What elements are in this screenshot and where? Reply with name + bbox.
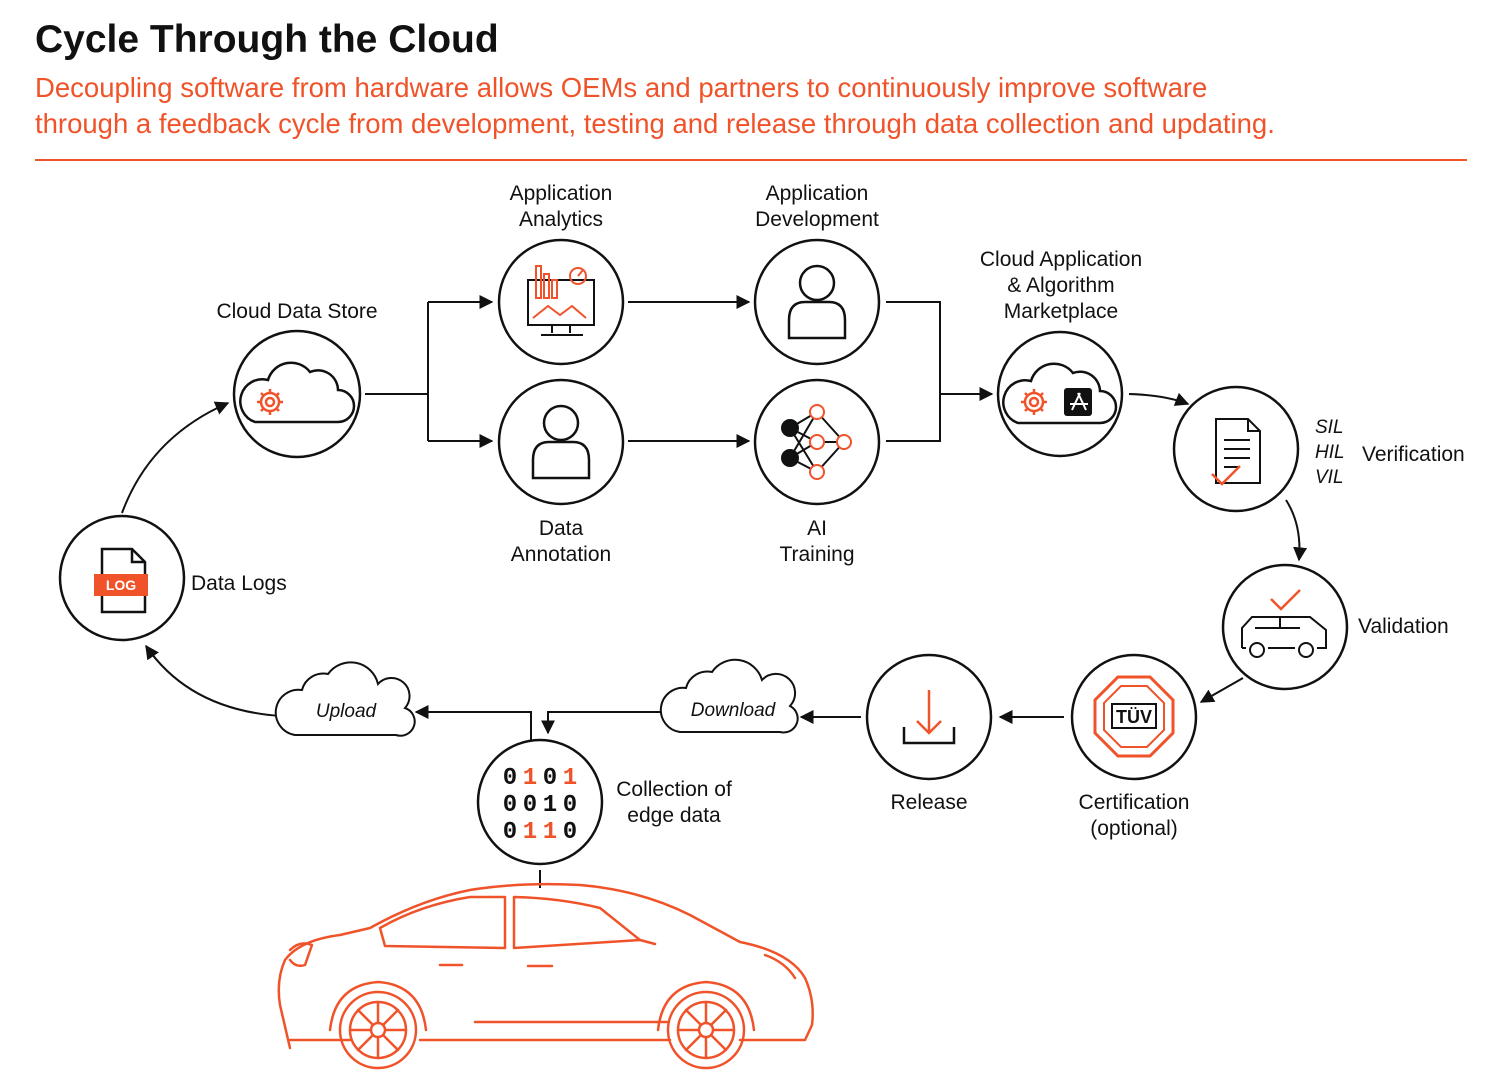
bit: 0	[523, 792, 537, 819]
label-certification-2: (optional)	[1090, 817, 1178, 840]
arrow-to-verification	[1128, 392, 1190, 406]
log-file-icon: LOG	[94, 547, 148, 614]
node-application-analytics: Application Analytics	[497, 182, 625, 366]
bit: 0	[543, 765, 557, 792]
bit: 0	[503, 765, 517, 792]
label-marketplace-3: Marketplace	[1004, 300, 1118, 323]
arrow-to-certification	[1199, 677, 1244, 703]
cloud-icon	[239, 361, 356, 424]
node-circle	[497, 238, 625, 366]
person-icon	[787, 264, 847, 340]
label-verification: Verification	[1362, 443, 1465, 466]
page-title: Cycle Through the Cloud	[35, 18, 499, 61]
page-subtitle: Decoupling software from hardware allows…	[35, 70, 1475, 142]
node-circle	[232, 329, 362, 459]
bit: 1	[543, 792, 557, 819]
tuv-seal-icon: TÜV	[1093, 675, 1175, 758]
node-marketplace: Cloud Application & Algorithm Marketplac…	[980, 248, 1142, 458]
node-validation: Validation	[1221, 563, 1449, 691]
label-marketplace-1: Cloud Application	[980, 248, 1142, 271]
label-analytics-1: Application	[510, 182, 613, 205]
cloud-icon	[1002, 362, 1118, 425]
node-ai-training: AI Training	[753, 378, 881, 566]
bit: 0	[503, 792, 517, 819]
bit: 1	[563, 765, 577, 792]
neural-network-icon	[781, 404, 852, 480]
connector-merge	[886, 301, 941, 442]
bit: 1	[543, 819, 557, 846]
label-cloud-data-store: Cloud Data Store	[216, 300, 377, 323]
label-annotation-1: Data	[539, 517, 584, 540]
node-collection: 0 1 0 1 0 0 1 0 0 1 1 0 Collection of ed…	[476, 738, 732, 866]
label-marketplace-2: & Algorithm	[1007, 274, 1114, 297]
label-upload: Upload	[316, 701, 378, 722]
node-release: Release	[865, 653, 993, 814]
document-check-icon	[1211, 418, 1261, 486]
node-data-annotation: Data Annotation	[497, 378, 625, 566]
analytics-monitor-icon	[527, 265, 595, 336]
cloud-icon	[659, 658, 799, 734]
label-collection-2: edge data	[627, 804, 721, 827]
header-divider	[35, 159, 1467, 161]
node-circle	[476, 738, 604, 866]
subtitle-line-1: Decoupling software from hardware allows…	[35, 72, 1208, 103]
label-sil: SIL	[1315, 417, 1344, 438]
label-hil: HIL	[1315, 442, 1345, 463]
upload-cloud: Upload	[274, 661, 416, 737]
download-tray-icon	[902, 690, 956, 745]
bit: 1	[523, 819, 537, 846]
label-training-2: Training	[779, 543, 854, 566]
bit: 1	[523, 765, 537, 792]
node-cloud-data-store: Cloud Data Store	[216, 300, 378, 459]
node-data-logs: LOG Data Logs	[58, 514, 287, 642]
label-release: Release	[890, 791, 967, 814]
cloud-icon	[274, 661, 416, 737]
label-validation: Validation	[1358, 615, 1449, 638]
label-development-2: Development	[755, 208, 879, 231]
log-badge-text: LOG	[106, 577, 136, 593]
node-circle	[996, 330, 1124, 458]
arrow-upload-to-logs	[145, 644, 282, 717]
arrow-logs-to-store	[121, 401, 230, 514]
car-illustration	[277, 882, 814, 1070]
label-certification-1: Certification	[1079, 791, 1190, 814]
label-development-1: Application	[766, 182, 869, 205]
subtitle-line-2: through a feedback cycle from developmen…	[35, 108, 1275, 139]
bit: 0	[563, 792, 577, 819]
person-icon	[531, 404, 591, 480]
download-cloud: Download	[659, 658, 799, 734]
label-analytics-2: Analytics	[519, 208, 603, 231]
label-training-1: AI	[807, 517, 827, 540]
connectors	[121, 295, 1308, 888]
node-verification: SIL HIL VIL Verification	[1172, 385, 1465, 513]
label-vil: VIL	[1315, 467, 1344, 488]
bit: 0	[563, 819, 577, 846]
label-annotation-2: Annotation	[511, 543, 611, 566]
tuv-badge-text: TÜV	[1116, 707, 1152, 727]
label-collection-1: Collection of	[616, 778, 732, 801]
gear-icon	[257, 389, 283, 415]
node-certification: TÜV Certification (optional)	[1070, 653, 1198, 840]
label-download: Download	[691, 700, 777, 721]
label-data-logs: Data Logs	[191, 572, 287, 595]
bit: 0	[503, 819, 517, 846]
connector-collection-upload	[414, 705, 532, 745]
suv-check-icon	[1241, 589, 1327, 658]
connector-download-collection	[541, 711, 667, 735]
gear-icon	[1021, 389, 1047, 415]
binary-data-icon: 0 1 0 1 0 0 1 0 0 1 1 0	[503, 765, 577, 846]
node-application-development: Application Development	[753, 182, 881, 366]
app-store-icon	[1064, 388, 1092, 416]
arrow-to-validation	[1285, 499, 1308, 562]
connector-store-split	[365, 302, 429, 441]
